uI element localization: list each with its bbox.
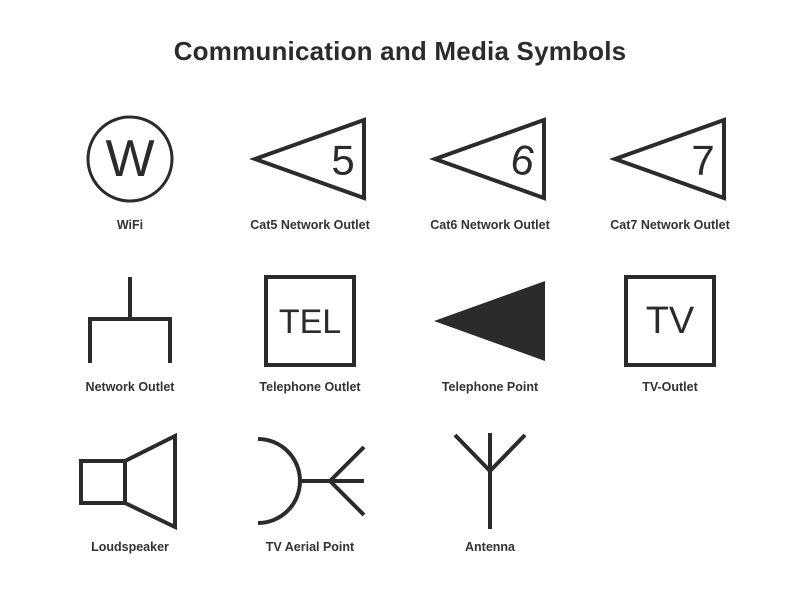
symbol-label: Telephone Point <box>441 380 539 394</box>
symbol-label: Loudspeaker <box>91 540 169 554</box>
symbol-label: TV-Outlet <box>642 380 698 394</box>
network-outlet-icon <box>70 271 190 371</box>
symbol-label: Cat6 Network Outlet <box>430 218 550 232</box>
tv-aerial-point-icon <box>250 431 370 531</box>
symbol-label: Network Outlet <box>85 380 175 394</box>
symbol-item-cat5-network-outlet[interactable]: 5 Cat5 Network Outlet <box>220 105 400 265</box>
symbol-label: Cat7 Network Outlet <box>610 218 730 232</box>
symbol-label: Telephone Outlet <box>259 380 361 394</box>
symbol-item-telephone-outlet[interactable]: TEL Telephone Outlet <box>220 265 400 425</box>
wifi-glyph: W <box>105 130 154 188</box>
cat5-glyph: 5 <box>331 137 354 184</box>
symbol-item-cat6-network-outlet[interactable]: 6 Cat6 Network Outlet <box>400 105 580 265</box>
symbol-label: Antenna <box>465 540 515 554</box>
symbol-item-telephone-point[interactable]: Telephone Point <box>400 265 580 425</box>
cat6-glyph: 6 <box>507 135 540 186</box>
page-title: Communication and Media Symbols <box>173 36 627 66</box>
symbol-label: WiFi <box>116 218 144 232</box>
symbol-label: Cat5 Network Outlet <box>250 218 370 232</box>
symbol-item-tv-aerial-point[interactable]: TV Aerial Point <box>220 425 400 585</box>
square-with-tel-icon: TEL <box>250 271 370 371</box>
symbol-label: TV Aerial Point <box>265 540 355 554</box>
left-triangle-outline-7-icon: 7 <box>609 109 730 209</box>
tel-glyph: TEL <box>279 303 341 341</box>
symbol-cell-empty <box>580 425 760 585</box>
symbol-item-loudspeaker[interactable]: Loudspeaker <box>40 425 220 585</box>
left-triangle-outline-5-icon: 5 <box>249 109 370 209</box>
symbol-item-wifi[interactable]: W WiFi <box>40 105 220 265</box>
symbol-item-cat7-network-outlet[interactable]: 7 Cat7 Network Outlet <box>580 105 760 265</box>
loudspeaker-icon <box>70 431 190 531</box>
symbol-item-antenna[interactable]: Antenna <box>400 425 580 585</box>
tv-glyph: TV <box>646 300 695 342</box>
cat7-glyph: 7 <box>691 137 714 184</box>
left-triangle-outline-6-icon: 6 <box>429 109 550 209</box>
square-with-tv-icon: TV <box>610 271 730 371</box>
left-triangle-filled-icon <box>430 271 550 371</box>
symbol-item-tv-outlet[interactable]: TV TV-Outlet <box>580 265 760 425</box>
symbol-grid: W WiFi 5 Cat5 Network Outlet 6 Cat6 Ne <box>40 105 760 585</box>
circle-with-w-icon: W <box>70 109 190 209</box>
antenna-icon <box>430 431 550 531</box>
symbol-item-network-outlet[interactable]: Network Outlet <box>40 265 220 425</box>
